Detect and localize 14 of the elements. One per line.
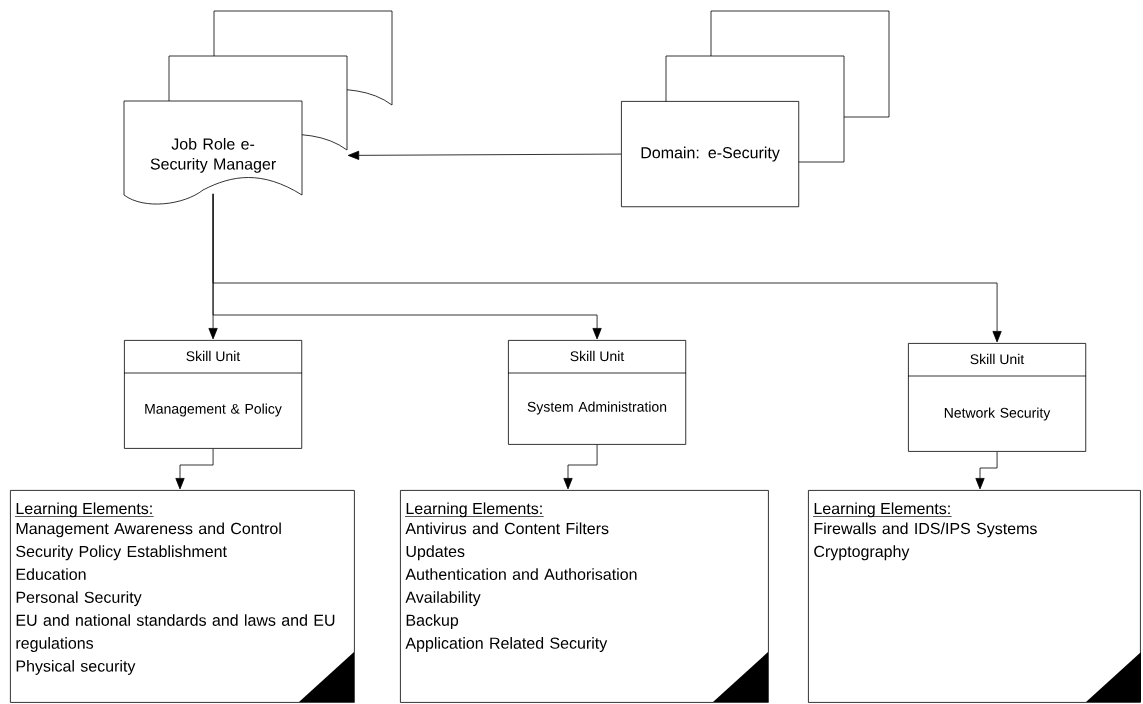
arrow bbox=[175, 448, 214, 490]
arrow bbox=[975, 451, 998, 490]
stacked-box: Domain: e-Security bbox=[621, 10, 890, 208]
arrow bbox=[212, 193, 1002, 343]
document-stack: Job Role e-Security Manager bbox=[123, 10, 393, 205]
node-label: Domain: e-Security bbox=[641, 146, 780, 162]
learning-elements-box: Learning Elements: Antivirus and Content Filters Updates Authentication and Authorisation Availability Backup Application Related Security bbox=[400, 490, 769, 703]
skill-unit-box: Skill Unit Network Security bbox=[907, 343, 1087, 452]
learning-elements-box: Learning Elements: Firewalls and IDS/IPS Systems Cryptography bbox=[808, 490, 1141, 703]
skill-unit-box: Skill Unit System Administration bbox=[507, 340, 687, 445]
learning-elements-box: Learning Elements: Management Awareness and Control Security Policy Establishment Education Personal Security EU and national standards and laws and EU regulations Physical security bbox=[10, 490, 355, 703]
arrow bbox=[347, 150, 622, 160]
arrow bbox=[563, 444, 598, 490]
skill-unit-box: Skill Unit Management & Policy bbox=[123, 340, 303, 449]
